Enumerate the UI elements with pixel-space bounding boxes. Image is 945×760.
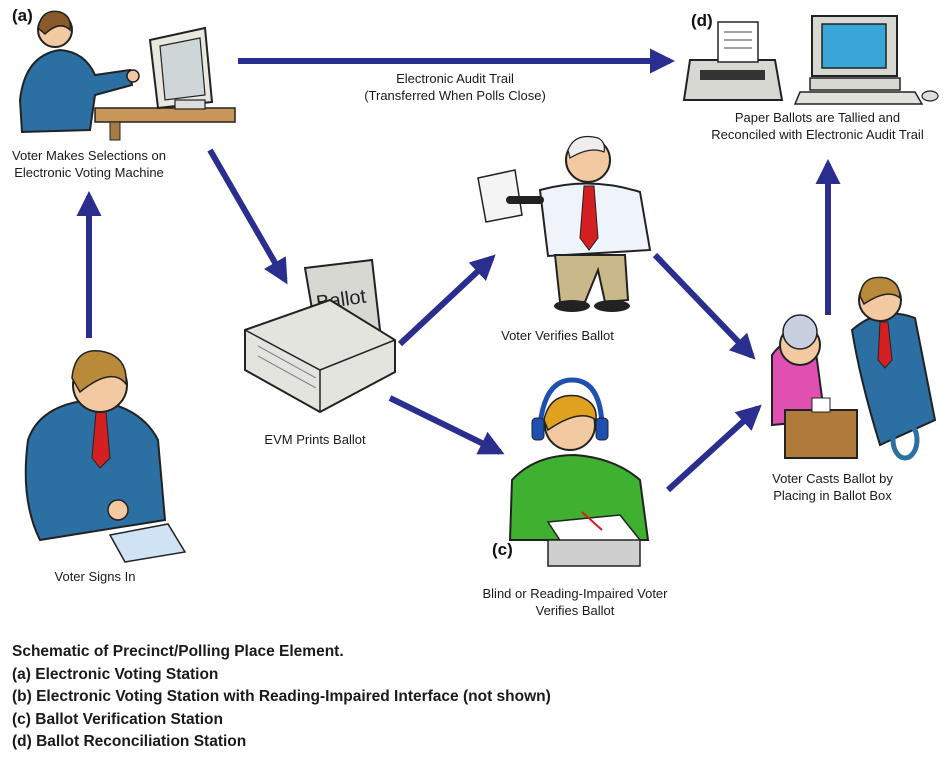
label-voter-selections-line2: Electronic Voting Machine [14,165,164,180]
label-blind-voter-line1: Blind or Reading-Impaired Voter [482,586,668,601]
tag-d: (d) [691,11,713,30]
tally-station-illustration [682,15,939,105]
label-casts-ballot-line1: Voter Casts Ballot by [772,471,893,486]
label-audit-trail: Electronic Audit Trail (Transferred When… [340,70,570,104]
label-casts-ballot: Voter Casts Ballot by Placing in Ballot … [745,470,920,504]
tag-a: (a) [12,6,33,25]
arrow-verify-to-box [652,252,756,360]
label-audit-trail-line2: (Transferred When Polls Close) [364,88,546,103]
voter-verifies-illustration [477,135,652,312]
blind-voter-illustration [508,377,650,567]
label-tallied-line2: Reconciled with Electronic Audit Trail [711,127,924,142]
caption-item-d: (d) Ballot Reconciliation Station [12,733,247,750]
label-verifies-ballot: Voter Verifies Ballot [501,328,614,343]
flow-arrows [76,48,841,493]
label-audit-trail-line1: Electronic Audit Trail [396,71,514,86]
arrow-printer-to-blind [388,395,505,455]
label-tallied-line1: Paper Ballots are Tallied and [734,110,901,125]
figure-caption: Schematic of Precinct/Polling Place Elem… [12,641,551,754]
label-blind-voter-line2: Verifies Ballot [535,603,615,618]
ballot-box-illustration [771,276,937,461]
evm-printer-illustration: Ballot [244,258,396,414]
caption-item-c: (c) Ballot Verification Station [12,710,223,728]
voter-signs-in-illustration [24,350,187,563]
arrow-blind-to-box [665,404,762,493]
label-voter-selections: Voter Makes Selections on Electronic Vot… [0,147,178,181]
caption-item-a: (a) Electronic Voting Station [12,665,219,683]
tag-c: (c) [492,540,513,559]
arrow-voting-to-printer [207,148,288,285]
label-voter-selections-line1: Voter Makes Selections on [12,148,166,163]
label-blind-voter: Blind or Reading-Impaired Voter Verifies… [470,585,680,619]
caption-title: Schematic of Precinct/Polling Place Elem… [12,643,344,660]
label-evm-prints: EVM Prints Ballot [264,432,366,447]
label-tallied: Paper Ballots are Tallied and Reconciled… [690,109,945,143]
label-signs-in: Voter Signs In [54,569,136,584]
voter-at-computer-illustration [18,10,236,141]
label-casts-ballot-line2: Placing in Ballot Box [773,488,892,503]
arrow-printer-to-verify [397,254,496,347]
caption-item-b: (b) Electronic Voting Station with Readi… [12,688,551,705]
